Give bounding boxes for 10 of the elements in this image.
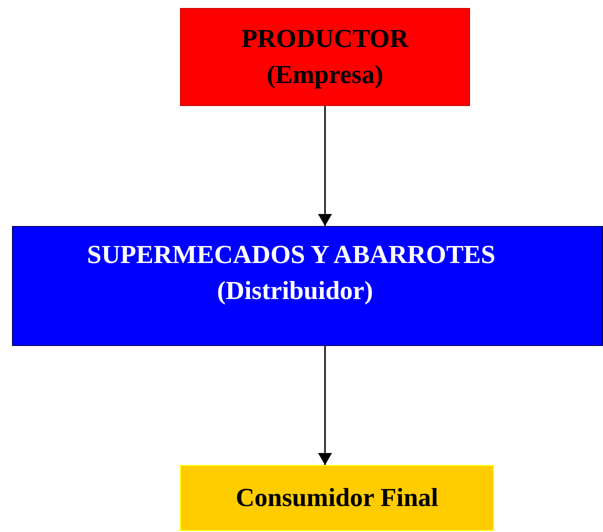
box-label: PRODUCTOR (240, 23, 410, 55)
box-label: SUPERMECADOS Y ABARROTES (86, 239, 496, 271)
arrow (318, 346, 332, 465)
arrow (318, 106, 332, 226)
box-label: (Empresa) (266, 59, 384, 91)
box-label: (Distribuidor) (216, 275, 374, 307)
distributor-box (12, 226, 603, 346)
box-label: Consumidor Final (234, 482, 440, 514)
producer-box (180, 8, 470, 106)
consumer-box (180, 465, 494, 531)
